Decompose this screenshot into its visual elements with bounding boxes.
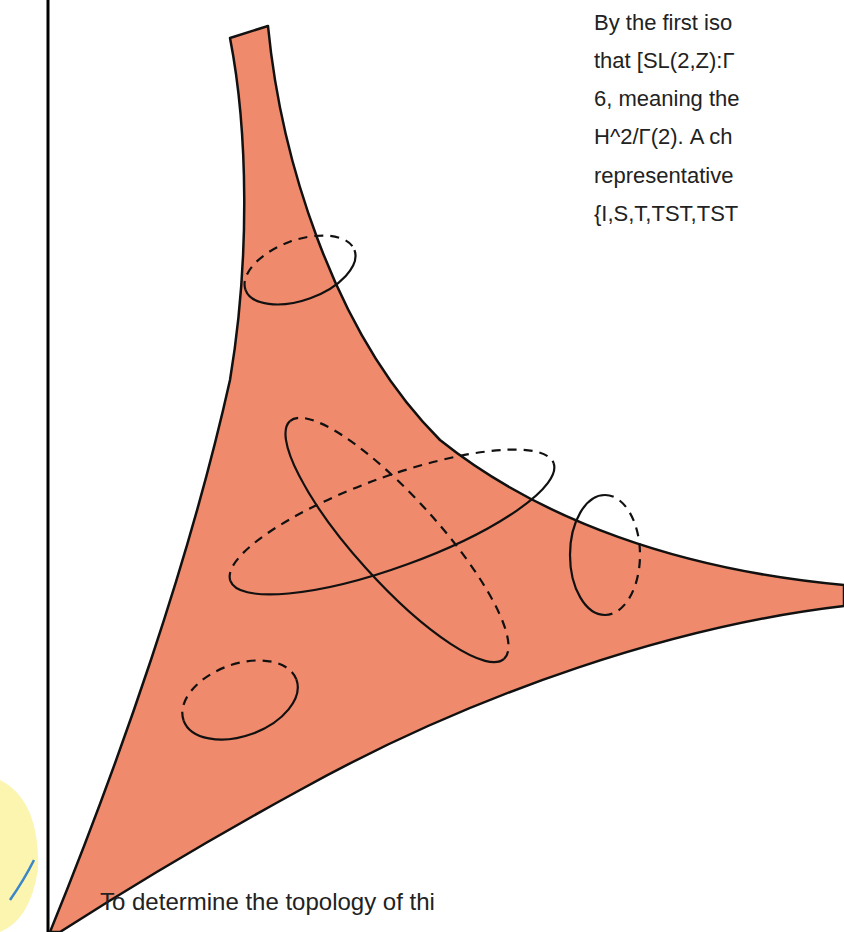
cusp-geodesic	[235, 222, 365, 318]
blue-stroke	[10, 860, 34, 900]
surface	[50, 26, 844, 932]
slide-text: {I,S,T,TST,TST	[594, 203, 738, 225]
cusp-geodesic	[171, 646, 308, 755]
frame-line	[47, 0, 50, 932]
slide-text: 6, meaning the	[594, 88, 740, 110]
slide-text: H^2/Γ(2). A ch	[594, 126, 733, 148]
slide-text: By the first iso	[594, 12, 732, 34]
cusp-geodesic	[570, 495, 640, 615]
closed-geodesic	[259, 393, 536, 687]
closed-geodesic	[215, 421, 569, 623]
slide-text: that [SL(2,Z):Γ	[594, 50, 735, 72]
slide-text: To determine the topology of thi	[100, 890, 435, 914]
slide-text: representative	[594, 165, 733, 187]
highlight-blob	[0, 780, 38, 932]
